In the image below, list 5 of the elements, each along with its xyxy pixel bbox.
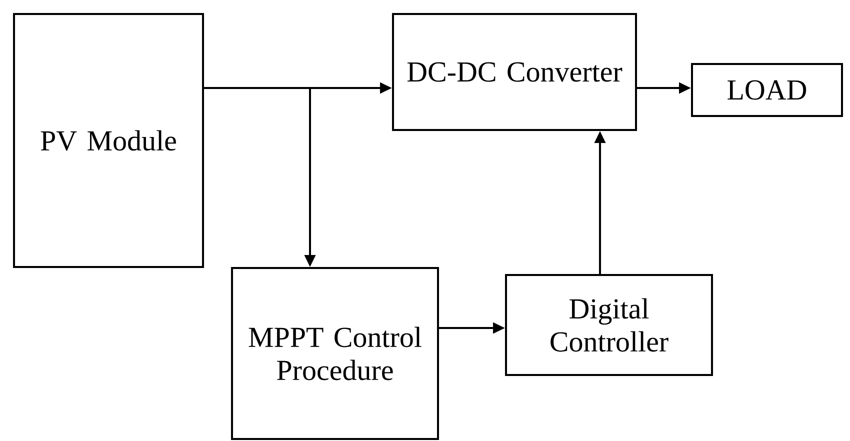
process-box: MPPT Control Procedure [231,267,439,440]
process-box: Digital Controller [505,274,713,376]
process-box: PV Module [13,13,204,268]
process-box: DC-DC Converter [392,13,637,131]
process-box: LOAD [691,63,843,117]
